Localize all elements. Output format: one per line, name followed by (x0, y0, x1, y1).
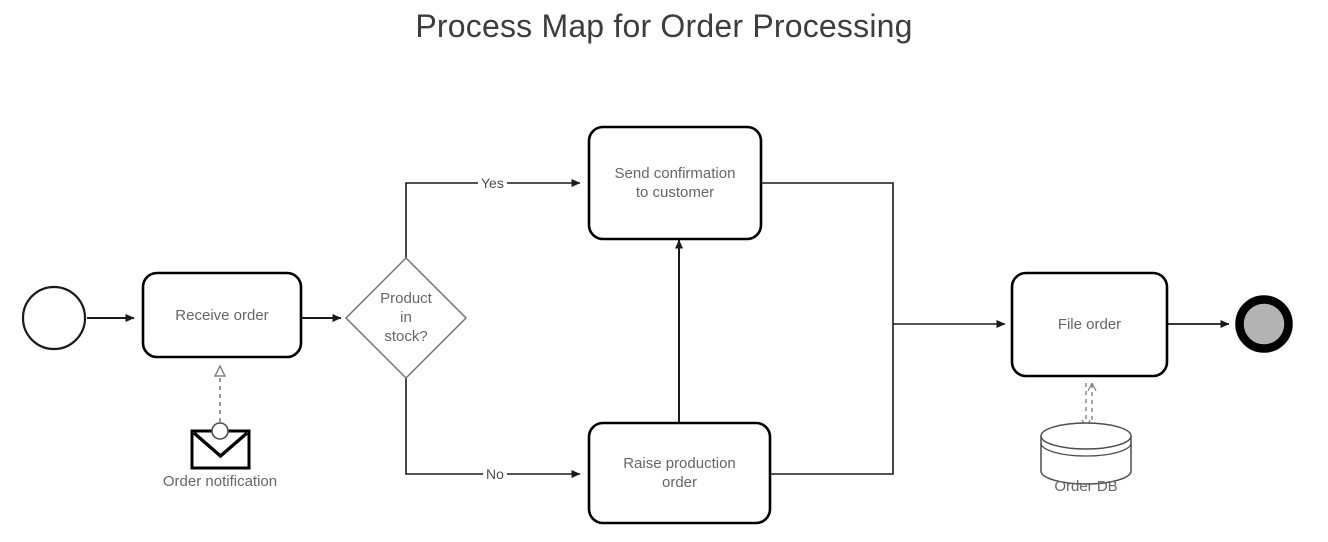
data-store-label: Order DB (1054, 478, 1118, 495)
edge-gateway-yes-to-send-confirmation (405, 179, 581, 258)
edge-raise-production-to-file-order (770, 324, 894, 475)
message-envelope-icon[interactable] (190, 422, 251, 470)
page-title: Process Map for Order Processing (415, 8, 913, 44)
start-event[interactable] (21, 285, 87, 351)
task-file-order[interactable] (1010, 271, 1169, 378)
end-event[interactable] (1235, 295, 1293, 353)
gateway-product-in-stock[interactable] (344, 256, 468, 380)
task-receive-order[interactable] (141, 271, 303, 359)
task-raise-production-order[interactable] (587, 421, 772, 525)
message-event-label: Order notification (162, 473, 278, 490)
edge-label-no: No (483, 466, 507, 482)
edge-label-yes: Yes (478, 175, 507, 191)
task-send-confirmation[interactable] (587, 125, 763, 241)
edge-send-confirmation-to-file-order (761, 182, 894, 324)
data-store-icon[interactable] (1040, 422, 1132, 485)
association-order-db (1081, 382, 1097, 429)
edge-gateway-no-to-raise-production (405, 378, 581, 478)
